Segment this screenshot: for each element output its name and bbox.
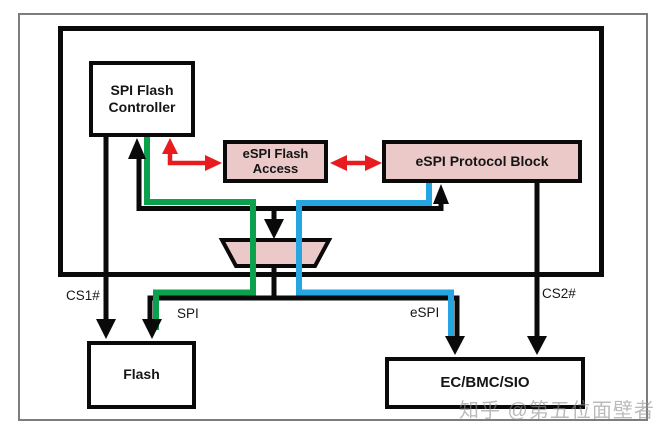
espi-protocol-block: eSPI Protocol Block xyxy=(382,140,582,183)
cs1-signal-label: CS1# xyxy=(66,288,100,303)
espi-flash-access-label-line1: eSPI Flash xyxy=(242,145,309,161)
spi-flash-controller-block: SPI Flash Controller xyxy=(89,61,195,137)
flash-block: Flash xyxy=(87,341,196,409)
spi-signal-label: SPI xyxy=(177,306,199,321)
espi-signal-label: eSPI xyxy=(410,305,440,320)
ec-bmc-sio-block: EC/BMC/SIO xyxy=(385,357,585,409)
flash-label: Flash xyxy=(123,366,160,383)
espi-flash-access-label-line2: Access xyxy=(252,160,299,176)
spi-flash-controller-label-line2: Controller xyxy=(108,99,176,115)
zhihu-watermark: 知乎 @第五位面壁者 xyxy=(459,400,655,422)
cs2-signal-label: CS2# xyxy=(542,286,576,301)
espi-flash-access-block: eSPI Flash Access xyxy=(223,140,328,183)
spi-flash-controller-label-line1: SPI Flash xyxy=(110,81,174,98)
espi-protocol-block-label: eSPI Protocol Block xyxy=(415,152,549,169)
ec-bmc-sio-label: EC/BMC/SIO xyxy=(440,373,530,391)
